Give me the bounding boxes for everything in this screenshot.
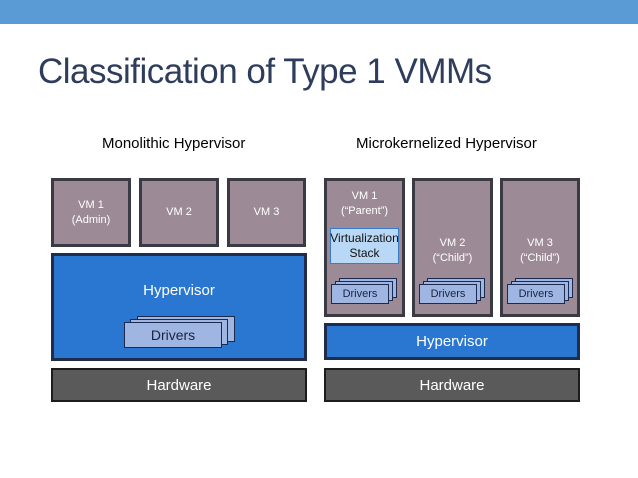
micro-vm3-drivers-label: Drivers bbox=[518, 288, 554, 300]
micro-vm3-role: (“Child”) bbox=[520, 252, 560, 264]
mono-hypervisor-label: Hypervisor bbox=[143, 282, 215, 299]
microkernel-heading: Microkernelized Hypervisor bbox=[356, 135, 537, 152]
micro-vm3-drivers-stack: Drivers bbox=[507, 278, 574, 304]
micro-vm2-drivers-label: Drivers bbox=[430, 288, 466, 300]
micro-vm2-label: VM 2 bbox=[439, 237, 466, 249]
mono-vm2: VM 2 bbox=[139, 178, 219, 247]
mono-vm1-role: (Admin) bbox=[71, 213, 111, 226]
micro-hypervisor: Hypervisor bbox=[324, 323, 580, 360]
micro-vm1-drivers-stack: Drivers bbox=[331, 278, 398, 304]
micro-vm1-label: VM 1 bbox=[351, 190, 378, 202]
mono-vm1-label: VM 1 bbox=[78, 198, 104, 211]
monolithic-heading: Monolithic Hypervisor bbox=[102, 135, 246, 152]
micro-vm3-label: VM 3 bbox=[527, 237, 553, 249]
mono-driver-layer-front: Drivers bbox=[124, 322, 222, 348]
virtualization-stack-line1: Virtualization bbox=[330, 231, 399, 245]
micro-hardware-label: Hardware bbox=[419, 376, 485, 394]
micro-vm2-driver-layer-front: Drivers bbox=[419, 284, 477, 304]
micro-vm2-role: (“Child”) bbox=[432, 252, 473, 264]
micro-vm1-drivers-label: Drivers bbox=[342, 288, 378, 300]
micro-hypervisor-label: Hypervisor bbox=[416, 333, 488, 350]
virtualization-stack: Virtualization Stack bbox=[330, 228, 399, 264]
micro-hardware: Hardware bbox=[324, 368, 580, 402]
mono-vm1: VM 1 (Admin) bbox=[51, 178, 131, 247]
micro-vm1-role: (“Parent”) bbox=[340, 205, 389, 217]
mono-vm2-label: VM 2 bbox=[166, 206, 192, 218]
mono-hardware: Hardware bbox=[51, 368, 307, 402]
virtualization-stack-line2: Stack bbox=[349, 246, 380, 260]
mono-drivers-label: Drivers bbox=[150, 327, 196, 343]
micro-vm2-drivers-stack: Drivers bbox=[419, 278, 486, 304]
mono-vm3-label: VM 3 bbox=[253, 206, 280, 218]
micro-vm1-driver-layer-front: Drivers bbox=[331, 284, 389, 304]
top-accent-bar bbox=[0, 0, 638, 24]
slide-title: Classification of Type 1 VMMs bbox=[38, 52, 492, 91]
mono-vm3: VM 3 bbox=[227, 178, 306, 247]
micro-vm3-driver-layer-front: Drivers bbox=[507, 284, 565, 304]
mono-drivers-stack: Drivers bbox=[124, 316, 237, 348]
mono-hardware-label: Hardware bbox=[146, 376, 212, 394]
